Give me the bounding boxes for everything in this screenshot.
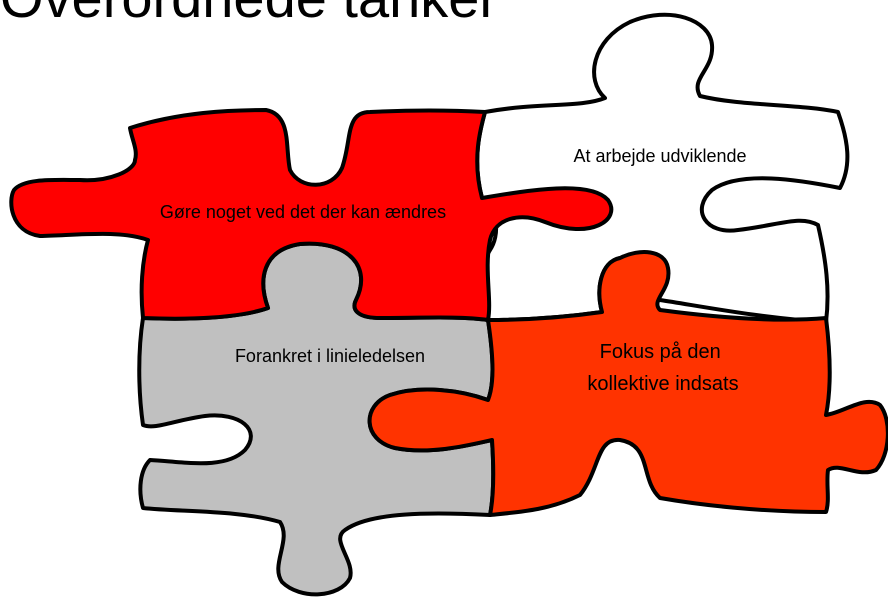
puzzle-piece-orange-shape — [367, 250, 888, 517]
puzzle-piece-orange-label: Fokus på den kollektive indsats — [587, 341, 738, 395]
puzzle-piece-gray-label-line: Forankret i linieledelsen — [235, 346, 425, 366]
puzzle-piece-white-label: At arbejde udviklende — [573, 146, 746, 166]
slide-title: Overordnede tanker — [0, 0, 498, 26]
puzzle-piece-white-label-line: At arbejde udviklende — [573, 146, 746, 166]
puzzle-piece-red-shape — [9, 108, 614, 322]
puzzle-piece-orange: Fokus på den kollektive indsats — [367, 250, 888, 517]
puzzle-piece-white: At arbejde udviklende — [475, 12, 850, 324]
puzzle-piece-gray-label: Forankret i linieledelsen — [235, 346, 425, 366]
puzzle-piece-red-label: Gøre noget ved det der kan ændres — [160, 202, 446, 222]
puzzle-piece-orange-label-line-1: Fokus på den — [600, 341, 721, 363]
puzzle-piece-orange-label-line-2: kollektive indsats — [587, 373, 738, 395]
puzzle-piece-red-label-line: Gøre noget ved det der kan ændres — [160, 202, 446, 222]
puzzle-piece-red: Gøre noget ved det der kan ændres — [9, 108, 614, 322]
